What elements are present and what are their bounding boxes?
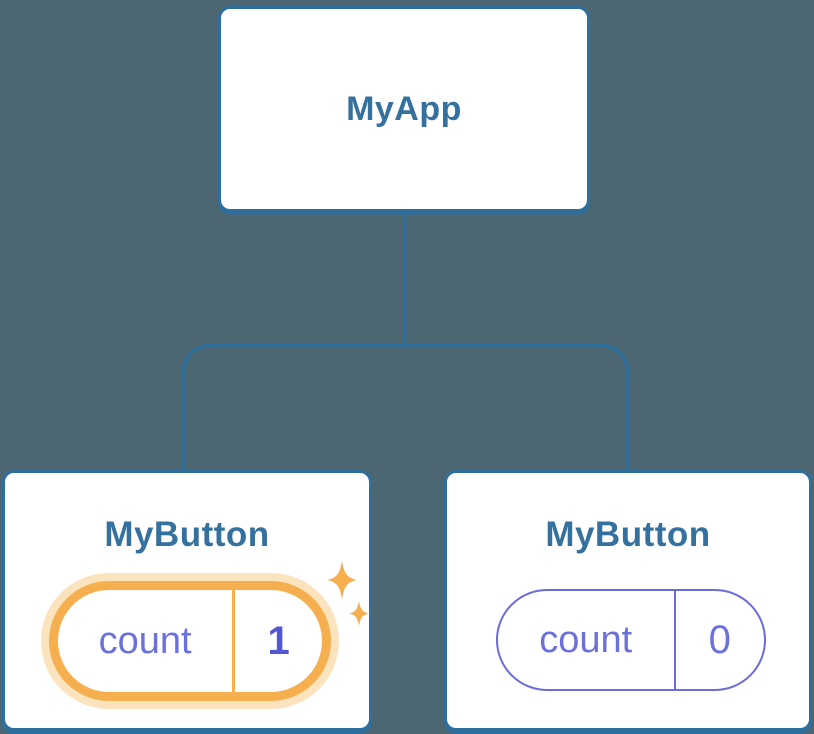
root-component-card: MyApp — [218, 6, 590, 212]
state-pill-plain: count 0 — [496, 589, 766, 691]
child-card-left: MyButton count 1 — [2, 470, 372, 731]
sparkle-icon — [327, 561, 369, 626]
root-component-label: MyApp — [346, 89, 462, 128]
state-key-label: count — [498, 591, 676, 689]
state-pill-highlighted: count 1 — [49, 581, 331, 701]
state-key-label: count — [58, 590, 236, 692]
child-left-label: MyButton — [104, 515, 270, 554]
child-right-label: MyButton — [545, 515, 711, 554]
child-card-right: MyButton count 0 — [444, 470, 812, 731]
state-value: 1 — [267, 618, 290, 663]
state-value: 0 — [708, 617, 731, 662]
